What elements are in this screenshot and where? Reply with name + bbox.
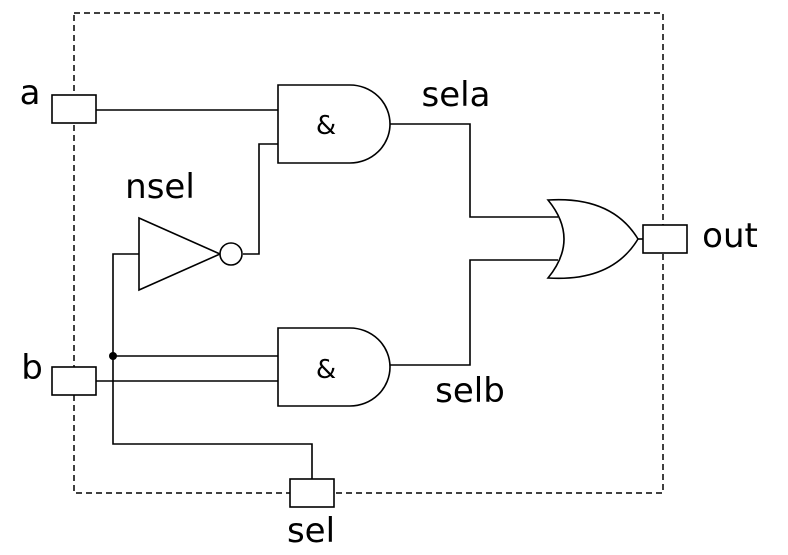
label-b: b: [21, 348, 43, 388]
and-gate-2-symbol: &: [316, 355, 336, 385]
wire-nsel: [243, 143, 278, 255]
label-nsel: nsel: [125, 167, 195, 207]
and-gate-1: &: [277, 84, 391, 164]
port-sel: [289, 478, 335, 508]
wire-junction: [109, 352, 117, 360]
not-gate: [138, 216, 243, 292]
port-a: [51, 94, 97, 124]
wire-sela: [390, 123, 558, 218]
wire-sel: [112, 253, 313, 479]
label-sel: sel: [287, 511, 335, 551]
and-gate-1-symbol: &: [316, 111, 336, 141]
not-gate-bubble: [219, 242, 243, 266]
port-b: [51, 366, 97, 396]
wire-selb: [390, 259, 558, 366]
label-out: out: [702, 216, 758, 256]
label-selb: selb: [435, 371, 505, 411]
port-out: [642, 224, 688, 254]
label-a: a: [20, 73, 41, 113]
wires: [96, 109, 643, 479]
label-sela: sela: [422, 75, 491, 115]
or-gate: [546, 198, 639, 280]
module-boundary: [73, 12, 664, 494]
and-gate-2: &: [277, 327, 391, 407]
